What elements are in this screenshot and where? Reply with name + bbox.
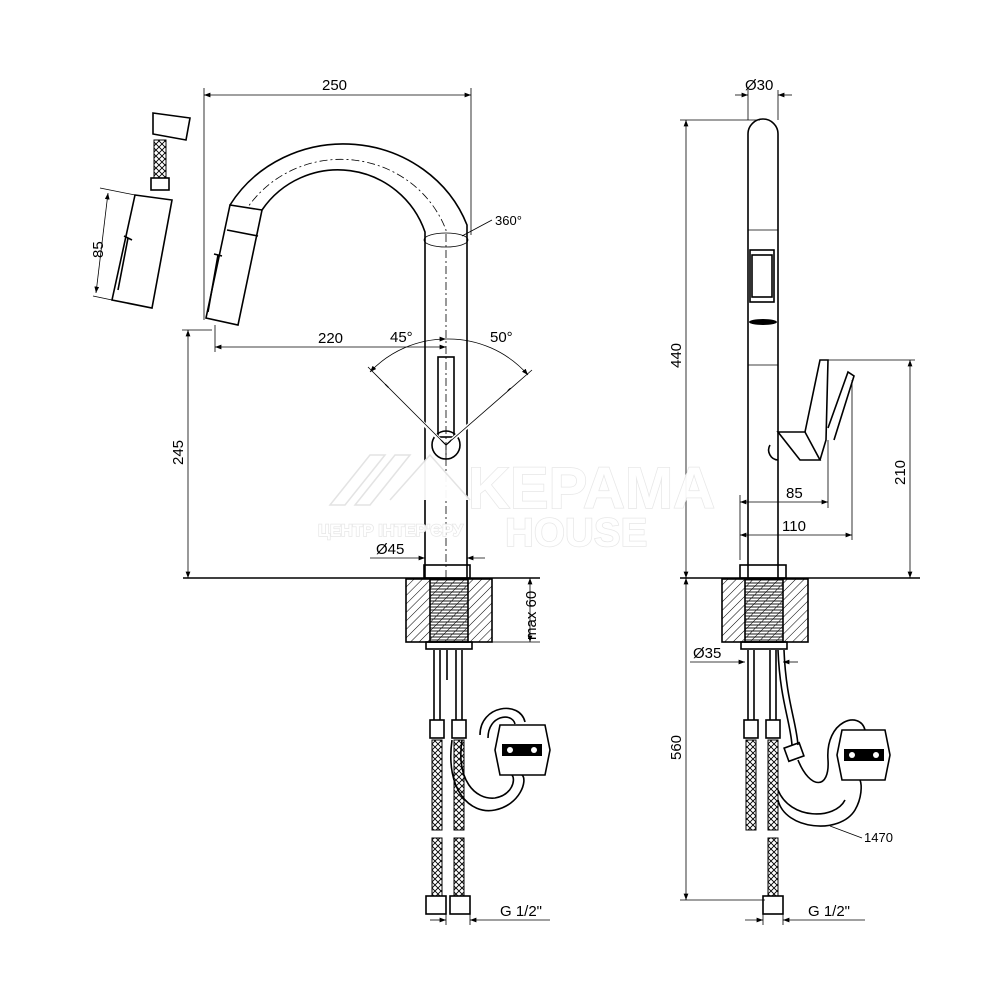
diameter-45-label: Ø45 <box>376 541 404 558</box>
watermark-tagline: ЦЕНТР ІНТЕР'ЄРУ <box>318 521 463 540</box>
spray-length-label: 85 <box>90 241 107 258</box>
rotation-360-label: 360° <box>495 213 522 228</box>
max-60-label: max 60 <box>523 591 540 640</box>
hose-1470-label: 1470 <box>864 830 893 845</box>
diameter-30-label: Ø30 <box>745 77 773 94</box>
front-view: 250 360° 220 45° 50° 245 Ø45 max 60 <box>170 77 551 925</box>
handle-110-label: 110 <box>782 518 806 535</box>
thread-left-label: G 1/2" <box>500 903 542 920</box>
angle-45-label: 45° <box>390 329 413 346</box>
diameter-35-label: Ø35 <box>693 645 721 662</box>
supply-hoses-left: G 1/2" <box>425 650 551 925</box>
angle-50-label: 50° <box>490 329 513 346</box>
handle-85-label: 85 <box>786 485 803 502</box>
height-245-label: 245 <box>170 440 187 465</box>
supply-hoses-right: 1470 G 1/2" <box>743 649 893 925</box>
spray-head-detail: 85 <box>90 112 191 309</box>
watermark-brand-line1: KEPAMA <box>468 456 715 521</box>
width-250-label: 250 <box>322 77 347 94</box>
reach-220-label: 220 <box>318 330 343 347</box>
side-view: Ø30 210 440 85 110 Ø35 560 <box>668 77 920 925</box>
height-440-label: 440 <box>668 343 685 368</box>
thread-right-label: G 1/2" <box>808 903 850 920</box>
watermark-logo: KEPAMA HOUSE ЦЕНТР ІНТЕР'ЄРУ <box>317 453 716 556</box>
hose-560-label: 560 <box>668 735 685 760</box>
height-210-label: 210 <box>892 460 909 485</box>
watermark-brand-line2: HOUSE <box>505 511 647 555</box>
